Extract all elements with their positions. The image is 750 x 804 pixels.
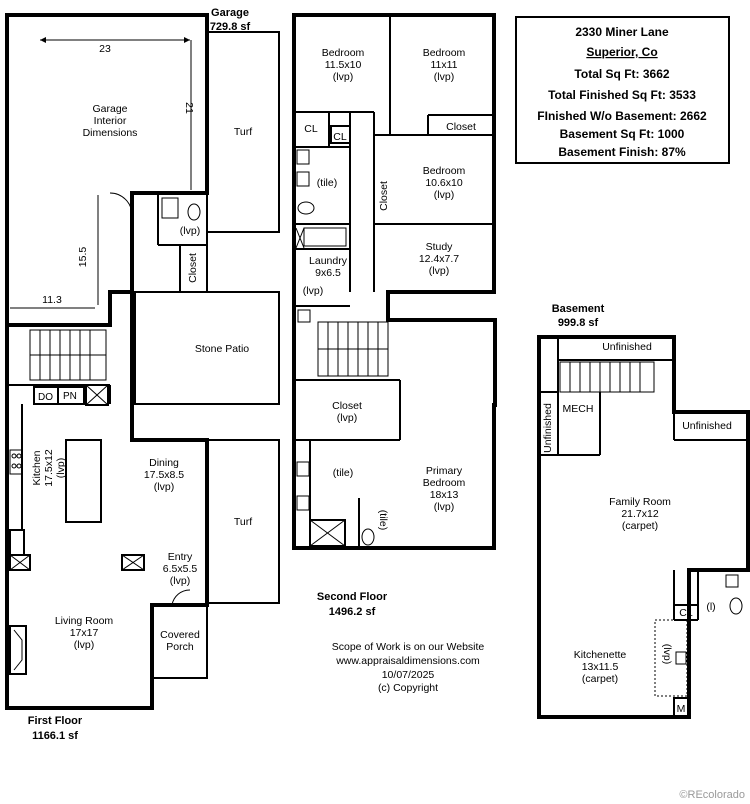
footer-scope: Scope of Work is on our Website [332, 641, 485, 653]
turf-top: Turf [234, 126, 252, 138]
primary-dims: 18x13 [430, 489, 459, 501]
garage-dim-inner-depth: 15.5 [77, 247, 89, 268]
bed1-name: Bedroom [322, 47, 365, 59]
primary-line2: Bedroom [423, 477, 466, 489]
basement-plan: Basement 999.8 sf Unfinished Unfinished … [537, 303, 750, 719]
kitchenette-dims: 13x11.5 [582, 661, 619, 673]
info-total-finished: Total Finished Sq Ft: 3533 [548, 88, 696, 102]
footer-date: 10/07/2025 [382, 669, 435, 681]
kitchen-name: Kitchen [31, 450, 43, 485]
bed2-dims: 11x11 [430, 59, 457, 71]
garage-dim-inner-width: 11.3 [42, 294, 62, 306]
info-total-sqft: Total Sq Ft: 3662 [574, 67, 669, 81]
family-dims: 21.7x12 [621, 508, 659, 520]
garage-interior-2: Interior [94, 115, 127, 127]
closet-center-name: Closet [332, 400, 362, 412]
info-box: 2330 Miner Lane Superior, Co Total Sq Ft… [515, 16, 730, 164]
living-name: Living Room [55, 615, 114, 627]
tile-bath: (tile) [317, 177, 337, 189]
second-floor-plan: Bedroom 11.5x10 (lvp) Bedroom 11x11 (lvp… [292, 13, 497, 618]
closet-label: Closet [187, 253, 199, 283]
garage-area: 729.8 sf [210, 21, 251, 33]
kitchen-dims: 17.5x12 [43, 449, 55, 487]
dining-floor: (lvp) [154, 481, 174, 493]
basement-title: Basement [552, 303, 605, 315]
bed2-floor: (lvp) [434, 71, 454, 83]
primary-floor: (lvp) [434, 501, 454, 513]
basement-cl: CL [679, 607, 693, 619]
mech-label: MECH [563, 403, 594, 415]
basement-m: M [677, 703, 686, 715]
garage-interior-3: Dimensions [83, 127, 138, 139]
bed3-name: Bedroom [423, 165, 466, 177]
laundry-name: Laundry [309, 255, 348, 267]
bed3-floor: (lvp) [434, 189, 454, 201]
basement-bath-floor: (l) [706, 601, 715, 613]
stone-patio: Stone Patio [195, 343, 249, 355]
closet-vertical: Closet [378, 181, 390, 211]
entry-dims: 6.5x5.5 [163, 563, 198, 575]
bed3-dims: 10.6x10 [425, 177, 463, 189]
study-name: Study [426, 241, 454, 253]
family-floor: (carpet) [622, 520, 658, 532]
entry-name: Entry [168, 551, 193, 563]
stairs-first-floor [29, 329, 107, 381]
primary-bath-floor: (tile) [333, 467, 353, 479]
second-floor-title: Second Floor [317, 591, 388, 603]
laundry-floor: (lvp) [303, 285, 323, 297]
turf-bottom: Turf [234, 516, 252, 528]
closet-center-floor: (lvp) [337, 412, 357, 424]
dining-dims: 17.5x8.5 [144, 469, 184, 481]
info-finished-wo-basement: FInished W/o Basement: 2662 [537, 109, 707, 123]
living-floor: (lvp) [74, 639, 94, 651]
cl2: CL [333, 131, 347, 143]
porch-line2: Porch [166, 641, 194, 653]
kitchenette-floor: (carpet) [582, 673, 618, 685]
bed1-dims: 11.5x10 [325, 59, 362, 71]
footer-notes: Scope of Work is on our Website www.appr… [332, 641, 485, 694]
basement-area: 999.8 sf [558, 317, 599, 329]
watermark: ©REcolorado [679, 789, 745, 801]
bed2-name: Bedroom [423, 47, 466, 59]
dining-name: Dining [149, 457, 179, 469]
info-city: Superior, Co [586, 45, 657, 59]
study-floor: (lvp) [429, 265, 449, 277]
unfinished-right: Unfinished [682, 420, 732, 432]
family-name: Family Room [609, 496, 671, 508]
second-floor-area: 1496.2 sf [329, 606, 376, 618]
garage-dim-width: 23 [99, 43, 111, 55]
info-address: 2330 Miner Lane [575, 25, 669, 39]
unfinished-left: Unfinished [542, 403, 554, 453]
stairs-basement [559, 361, 655, 393]
primary-wc-floor: (tile) [377, 510, 389, 530]
garage-title: Garage [211, 7, 249, 19]
kitchen-floor: (lvp) [55, 458, 67, 478]
bath-floor: (lvp) [180, 225, 200, 237]
laundry-dims: 9x6.5 [315, 267, 341, 279]
primary-name: Primary [426, 465, 463, 477]
first-floor-plan: Garage 729.8 sf 23 21 Garage Interior Di… [5, 7, 280, 742]
kitchenette-name: Kitchenette [574, 649, 627, 661]
info-basement-sqft: Basement Sq Ft: 1000 [560, 127, 685, 141]
garage-interior-1: Garage [92, 103, 127, 115]
first-floor-title: First Floor [28, 715, 83, 727]
stairs-second-floor [317, 321, 389, 377]
entry-floor: (lvp) [170, 575, 190, 587]
footer-copyright: (c) Copyright [378, 682, 438, 694]
info-basement-finish: Basement Finish: 87% [558, 145, 686, 159]
first-floor-area: 1166.1 sf [32, 730, 78, 742]
laundry-do: DO [38, 392, 53, 403]
closet-right: Closet [446, 121, 476, 133]
footer-website: www.appraisaldimensions.com [335, 655, 480, 667]
kitchenette-floor-v: (lvp) [661, 644, 673, 664]
living-dims: 17x17 [70, 627, 99, 639]
garage-dim-depth: 21 [183, 102, 195, 114]
pantry-pn: PN [63, 391, 77, 402]
study-dims: 12.4x7.7 [419, 253, 459, 265]
cl1: CL [304, 123, 318, 135]
bed1-floor: (lvp) [333, 71, 353, 83]
unfinished-top: Unfinished [602, 341, 652, 353]
porch-line1: Covered [160, 629, 200, 641]
